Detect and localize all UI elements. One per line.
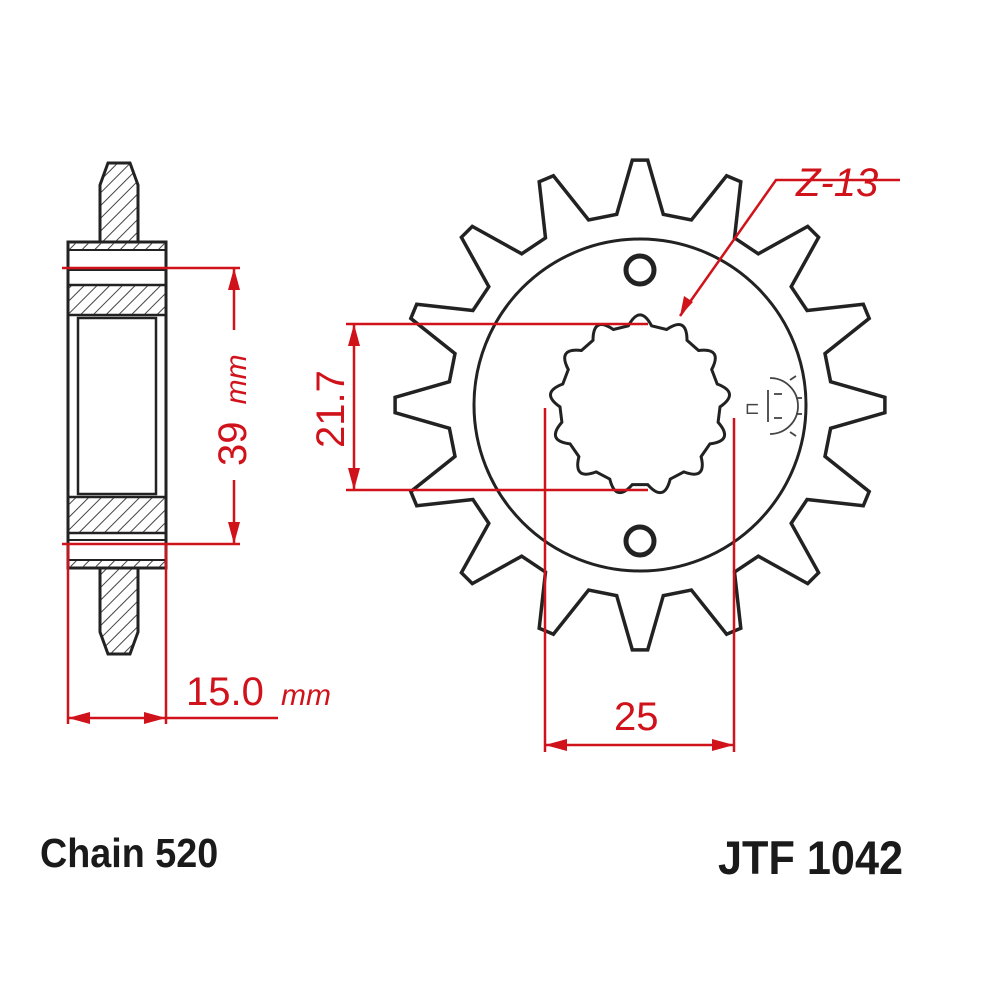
spline-bore	[549, 313, 731, 494]
upper-bolt-hole	[623, 253, 657, 287]
side-top-tooth	[98, 161, 140, 244]
side-dimensions	[62, 266, 278, 724]
front-dimensions	[346, 178, 900, 752]
hub-circle	[472, 237, 808, 573]
width-label: 15.0 mm	[186, 670, 331, 714]
side-bore	[76, 316, 158, 496]
front-view: ⊓	[393, 158, 887, 652]
side-upper-hub-section	[66, 283, 168, 317]
part-number-label: JTF 1042	[718, 831, 904, 884]
direction-marker-icon: ⊓	[742, 375, 802, 437]
svg-text:⊓: ⊓	[742, 402, 763, 416]
teeth-count-label: Z-13	[795, 161, 878, 205]
inner-diameter-label: 21.7	[309, 370, 353, 448]
hub-height-label: 39 mm	[211, 354, 255, 466]
side-lower-hub-section	[66, 495, 168, 535]
side-bottom-tooth	[98, 566, 140, 656]
chain-size-label: Chain 520	[40, 830, 219, 876]
side-upper-rim	[67, 241, 167, 251]
side-lower-rim	[67, 559, 167, 569]
side-view	[66, 161, 168, 656]
lower-bolt-hole	[623, 524, 657, 558]
outer-spline-label: 25	[614, 695, 659, 739]
